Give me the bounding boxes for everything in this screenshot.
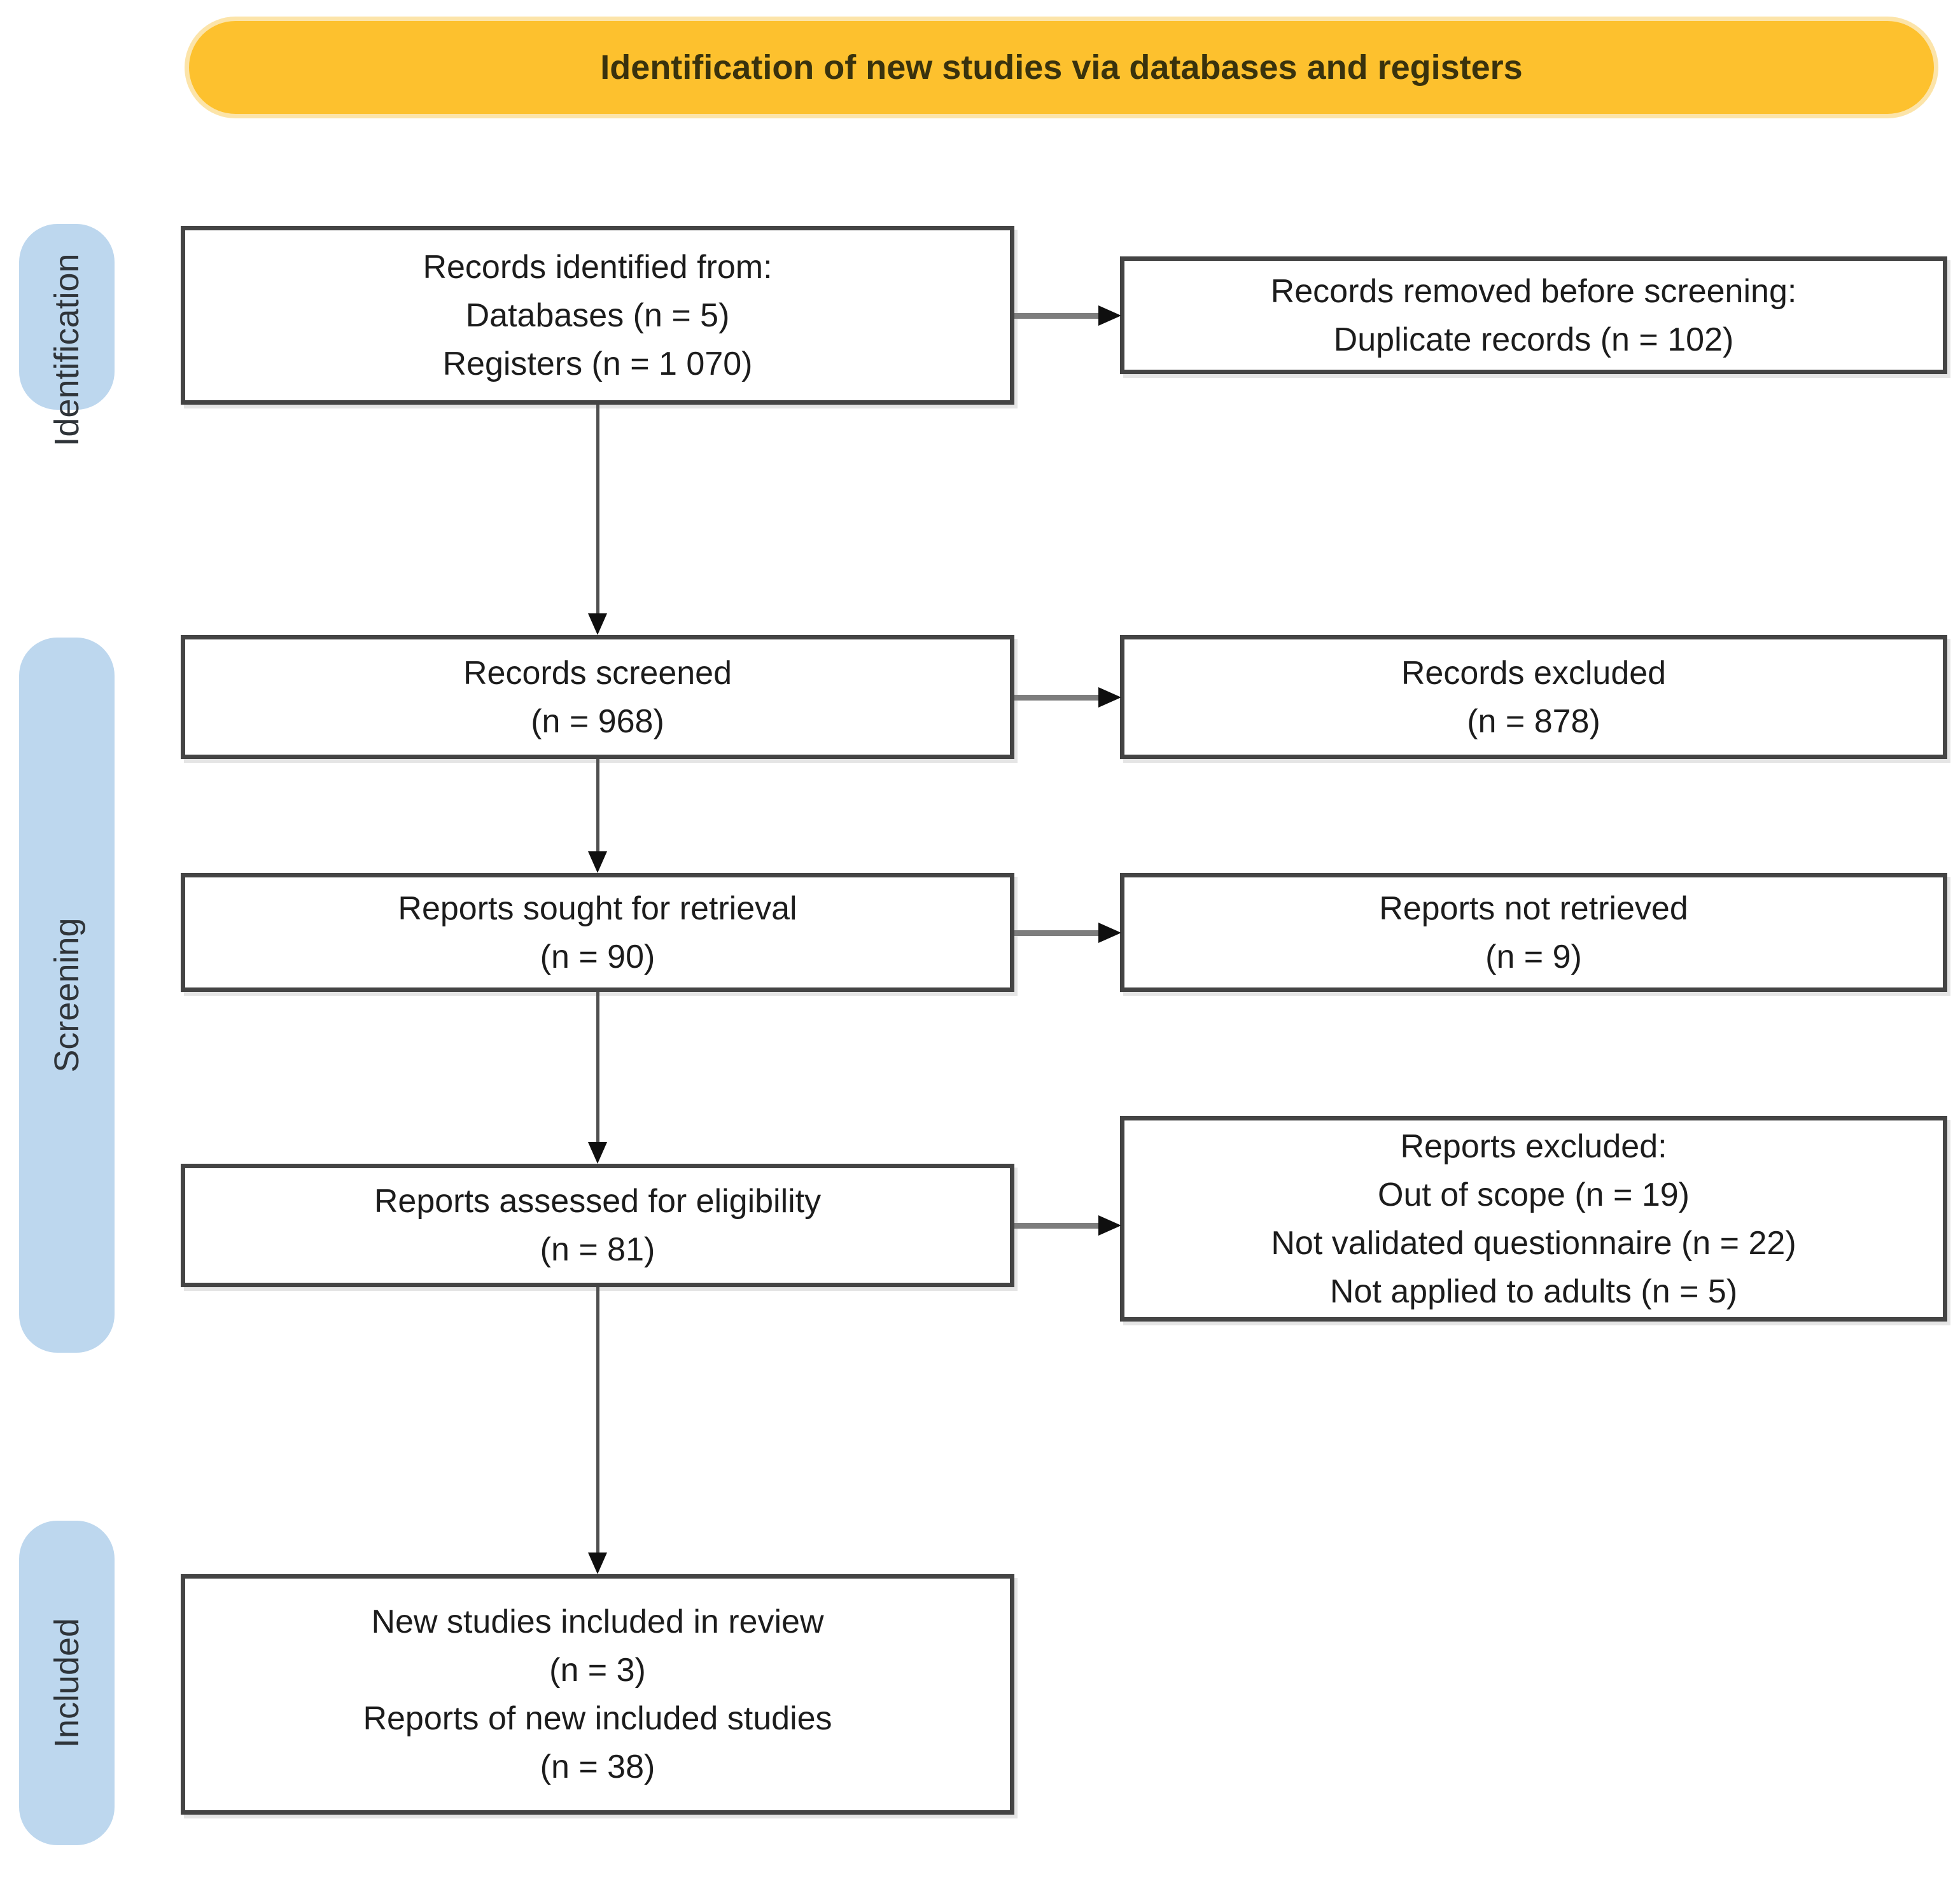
box-line: (n = 3)	[549, 1652, 646, 1689]
arrow-right-icon	[1098, 923, 1121, 943]
box-reports-not-retrieved: Reports not retrieved (n = 9)	[1120, 873, 1947, 992]
box-line: Reports excluded:	[1400, 1127, 1667, 1165]
arrow-sought-to-not-retrieved-line	[1014, 930, 1098, 936]
box-line: Records screened	[463, 654, 732, 692]
arrow-identified-to-screened-line	[596, 405, 599, 615]
box-line: (n = 878)	[1467, 702, 1600, 740]
box-line: Duplicate records (n = 102)	[1333, 321, 1734, 358]
box-records-identified: Records identified from: Databases (n = …	[181, 226, 1014, 405]
box-line: Reports sought for retrieval	[398, 890, 797, 927]
box-line: Reports not retrieved	[1379, 890, 1688, 927]
box-line: Records removed before screening:	[1270, 272, 1797, 310]
stage-tab-identification: Identification	[19, 224, 115, 447]
box-line: (n = 968)	[531, 702, 664, 740]
box-line: (n = 81)	[540, 1231, 655, 1268]
arrow-assessed-to-included-line	[596, 1287, 599, 1554]
box-line: Out of scope (n = 19)	[1378, 1176, 1690, 1213]
arrow-down-icon	[588, 851, 607, 873]
box-records-removed-before-screening: Records removed before screening: Duplic…	[1120, 256, 1947, 374]
stage-label-screening: Screening	[48, 918, 86, 1073]
banner-label: Identification of new studies via databa…	[600, 48, 1523, 87]
box-line: (n = 9)	[1485, 938, 1582, 975]
box-line: Reports of new included studies	[363, 1700, 832, 1737]
box-records-screened: Records screened (n = 968)	[181, 635, 1014, 759]
box-line: Registers (n = 1 070)	[442, 345, 753, 382]
box-reports-excluded: Reports excluded: Out of scope (n = 19) …	[1120, 1116, 1947, 1322]
box-line: (n = 90)	[540, 938, 655, 975]
box-reports-sought-for-retrieval: Reports sought for retrieval (n = 90)	[181, 873, 1014, 992]
arrow-screened-to-sought-line	[596, 759, 599, 853]
box-line: Not applied to adults (n = 5)	[1329, 1273, 1738, 1310]
arrow-right-icon	[1098, 1215, 1121, 1236]
box-line: Records identified from:	[423, 248, 773, 286]
box-line: New studies included in review	[371, 1603, 824, 1640]
arrow-identified-to-removed-line	[1014, 313, 1098, 319]
arrow-down-icon	[588, 1553, 607, 1574]
arrow-down-icon	[588, 613, 607, 635]
box-line: (n = 38)	[540, 1748, 655, 1785]
arrow-right-icon	[1098, 687, 1121, 708]
box-new-studies-included: New studies included in review (n = 3) R…	[181, 1574, 1014, 1815]
arrow-sought-to-assessed-line	[596, 992, 599, 1143]
box-line: Records excluded	[1401, 654, 1667, 692]
banner-identification-of-new-studies: Identification of new studies via databa…	[185, 17, 1938, 118]
stage-tab-included: Included	[19, 1521, 115, 1845]
box-line: Databases (n = 5)	[465, 297, 730, 334]
stage-tab-screening: Screening	[19, 638, 115, 1353]
stage-label-included: Included	[48, 1617, 86, 1748]
box-records-excluded: Records excluded (n = 878)	[1120, 635, 1947, 759]
box-line: Reports assessed for eligibility	[374, 1183, 822, 1220]
box-line: Not validated questionnaire (n = 22)	[1271, 1224, 1796, 1262]
arrow-right-icon	[1098, 305, 1121, 326]
arrow-down-icon	[588, 1142, 607, 1164]
arrow-screened-to-excluded-line	[1014, 695, 1098, 701]
stage-label-identification: Identification	[48, 253, 86, 447]
box-reports-assessed-for-eligibility: Reports assessed for eligibility (n = 81…	[181, 1164, 1014, 1287]
arrow-assessed-to-reports-excluded-line	[1014, 1223, 1098, 1229]
